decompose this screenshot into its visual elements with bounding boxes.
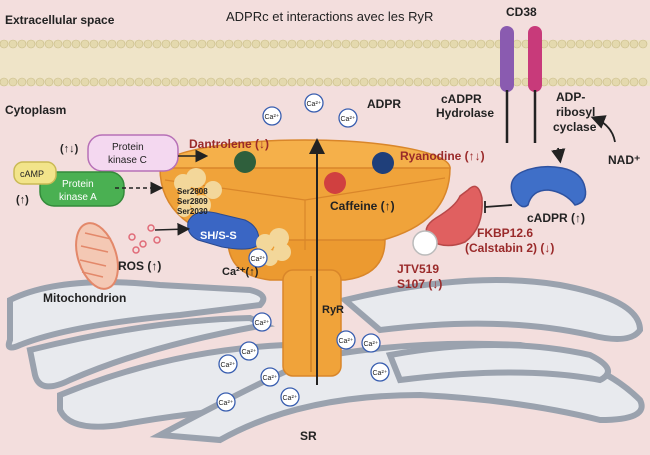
ser2030-label: Ser2030 [177, 207, 208, 216]
caffeine-label: Caffeine (↑) [330, 199, 395, 213]
calcium-ion-label: Ca²⁺ [219, 400, 234, 407]
calcium-ion-label: Ca²⁺ [373, 370, 388, 377]
calcium-ion: Ca²⁺ [239, 341, 259, 361]
jtv519-label: JTV519 [397, 262, 439, 276]
sr-label: SR [300, 429, 317, 443]
calcium-ion: Ca²⁺ [304, 93, 324, 113]
calcium-ion-label: Ca²⁺ [307, 101, 322, 108]
cd38-label: CD38 [506, 5, 537, 19]
camp-label: cAMP [20, 169, 44, 179]
adpr-label: ADPR [367, 97, 401, 111]
cytoplasm-label: Cytoplasm [5, 103, 66, 117]
calcium-ion-label: Ca²⁺ [339, 338, 354, 345]
pka-shape [39, 171, 125, 207]
cyclase-arrow [551, 147, 566, 164]
dantrolene-site [234, 151, 256, 173]
cyclase-label-1: ADP- [556, 90, 585, 104]
ryr-label: RyR [322, 304, 344, 316]
ros-particles [128, 224, 161, 254]
diagram-title: ADPRc et interactions avec les RyR [226, 9, 433, 24]
hydrolase-label-1: cADPR [441, 92, 482, 106]
ros-label: ROS (↑) [118, 259, 161, 273]
calcium-ion: Ca²⁺ [248, 248, 268, 268]
shs-label: SH/S-S [200, 230, 237, 242]
ryr-channel [159, 138, 451, 385]
calcium-ion: Ca²⁺ [280, 387, 300, 407]
plasma-membrane [0, 39, 650, 87]
camp-shape [13, 161, 57, 185]
ser2808-label: Ser2808 [177, 187, 208, 196]
extracellular-label: Extracellular space [5, 13, 115, 27]
calcium-ion: Ca²⁺ [216, 392, 236, 412]
caffeine-site [324, 172, 346, 194]
cyclase-label-3: cyclase [553, 120, 597, 134]
calcium-ion-label: Ca²⁺ [341, 116, 356, 123]
sr-membrane [5, 277, 645, 444]
calcium-ion-label: Ca²⁺ [242, 349, 257, 356]
ros-arrow [154, 222, 191, 236]
dantrolene-label: Dantrolene (↓) [189, 137, 269, 151]
calcium-ion-label: Ca²⁺ [364, 341, 379, 348]
calcium-ion: Ca²⁺ [336, 330, 356, 350]
cadpr-inhibit-line [484, 204, 513, 208]
ca-release-label: Ca²⁺(↑) [222, 266, 259, 278]
mitochondrion-shape [75, 222, 119, 290]
calcium-ion: Ca²⁺ [338, 108, 358, 128]
hydrolase-label-2: Hydrolase [436, 106, 494, 120]
jtv519-molecule [412, 230, 438, 256]
cadpr-label: cADPR (↑) [527, 211, 585, 225]
calcium-ion-label: Ca²⁺ [251, 256, 266, 263]
fkbp-label-1: FKBP12.6 [477, 226, 533, 240]
cyclase-label-2: ribosyl [556, 105, 595, 119]
mitochondrion-label: Mitochondrion [43, 291, 126, 305]
calcium-ion-label: Ca²⁺ [283, 395, 298, 402]
fkbp-protein [425, 185, 483, 247]
cadpr-molecule [510, 165, 587, 208]
pka-arrow-label: (↑) [16, 194, 29, 206]
calcium-ion-label: Ca²⁺ [255, 320, 270, 327]
pkc-arrow-label: (↑↓) [60, 143, 79, 155]
s107-label: S107 (↓) [397, 277, 442, 291]
ryanodine-label: Ryanodine (↑↓) [400, 149, 485, 163]
pka-label-2: kinase A [59, 192, 97, 203]
nad-label: NAD⁺ [608, 153, 640, 167]
calcium-ion: Ca²⁺ [361, 333, 381, 353]
calcium-ion: Ca²⁺ [262, 106, 282, 126]
pkc-label-2: kinase C [108, 155, 147, 166]
calcium-ion-label: Ca²⁺ [263, 375, 278, 382]
ryanodine-site [372, 152, 394, 174]
fkbp-label-2: (Calstabin 2) (↓) [465, 241, 554, 255]
calcium-ion: Ca²⁺ [370, 362, 390, 382]
pkc-shape [87, 134, 179, 172]
calcium-ions: Ca²⁺ Ca²⁺ Ca²⁺ Ca²⁺ Ca²⁺ Ca²⁺ Ca²⁺ Ca²⁺ Ca²⁺ Ca²⁺… [216, 93, 390, 412]
pka-label-1: Protein [62, 179, 94, 190]
calcium-ion-label: Ca²⁺ [265, 114, 280, 121]
phospho-cluster [174, 168, 222, 217]
ser2809-label: Ser2809 [177, 197, 208, 206]
calcium-ion-label: Ca²⁺ [221, 362, 236, 369]
pkc-label-1: Protein [112, 142, 144, 153]
calcium-ion: Ca²⁺ [260, 367, 280, 387]
nad-arrow [590, 115, 616, 143]
cd38-protein [500, 26, 542, 143]
calcium-ion: Ca²⁺ [218, 354, 238, 374]
calcium-ion: Ca²⁺ [252, 312, 272, 332]
